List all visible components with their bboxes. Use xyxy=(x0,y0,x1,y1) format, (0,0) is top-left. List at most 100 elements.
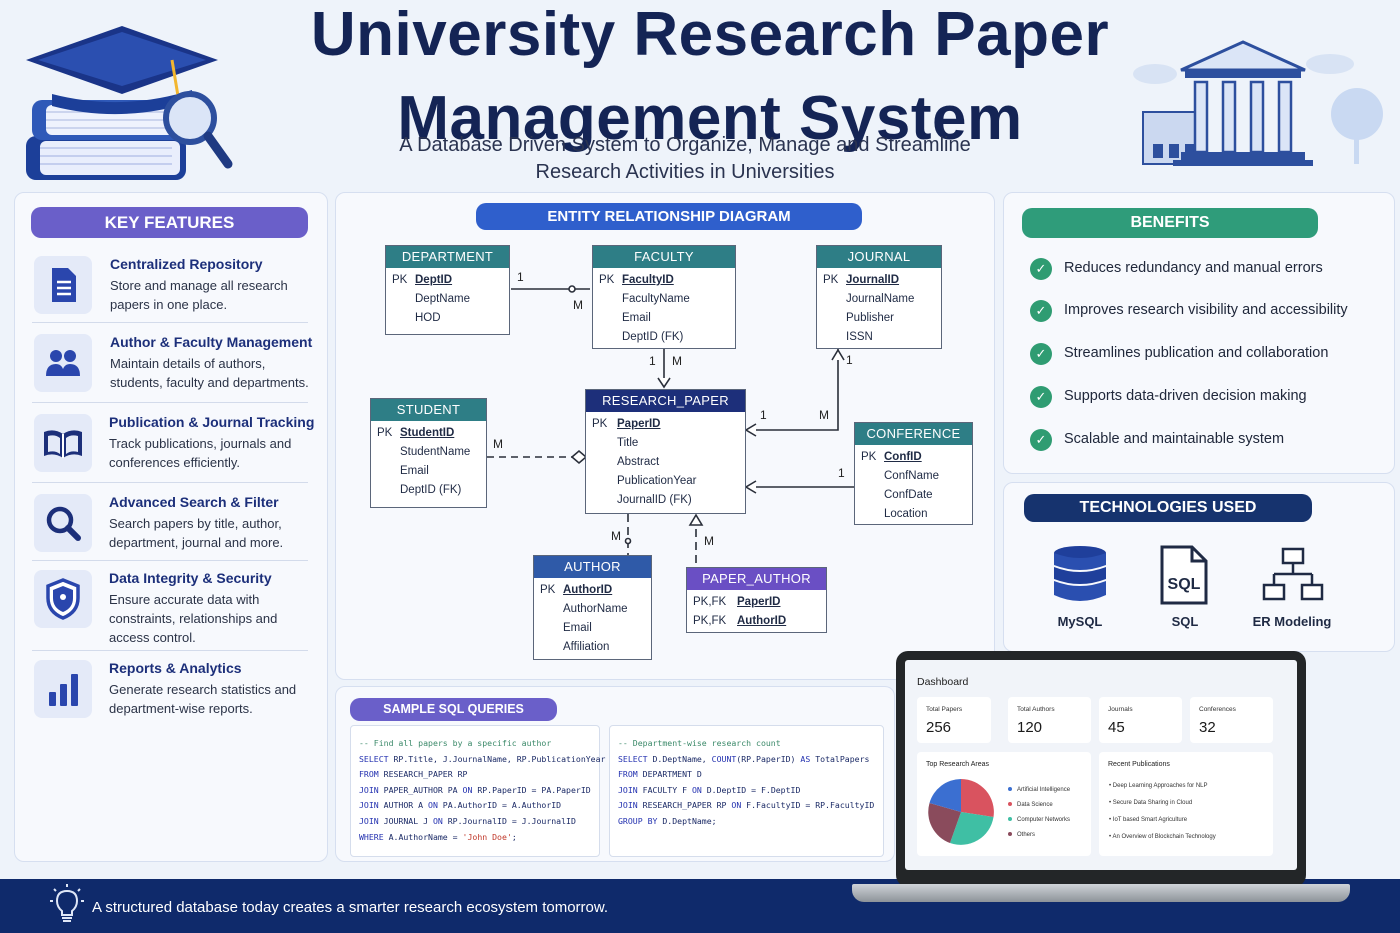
entity-row: HOD xyxy=(415,312,441,324)
entity-row: Location xyxy=(884,508,928,520)
entity-row: Affiliation xyxy=(563,641,610,653)
feature-divider xyxy=(32,322,308,323)
feature-divider xyxy=(32,482,308,483)
database-icon xyxy=(1054,546,1106,601)
entity-row: Title xyxy=(617,437,639,449)
cardinality-label: 1 xyxy=(838,466,845,480)
cardinality-label: M xyxy=(704,534,714,548)
legend-item: Others xyxy=(1008,832,1035,838)
dashboard-title: Dashboard xyxy=(917,676,969,688)
entity-row: Publisher xyxy=(846,312,894,324)
document-icon xyxy=(52,268,76,302)
entity-row: ConfName xyxy=(884,470,939,482)
cardinality-label: M xyxy=(493,437,503,451)
check-icon: ✓ xyxy=(1030,343,1052,365)
entity-row: JournalName xyxy=(846,293,915,305)
cardinality-label: M xyxy=(672,354,682,368)
page-title: University Research Paper Management Sys… xyxy=(310,0,1110,153)
check-icon: ✓ xyxy=(1030,429,1052,451)
university-building-icon xyxy=(1133,40,1383,166)
cardinality-label: 1 xyxy=(649,354,656,368)
entity-row: ConfDate xyxy=(884,489,933,501)
pie-slice-computer-networks xyxy=(928,803,961,843)
feature-divider xyxy=(32,560,308,561)
book-icon xyxy=(44,430,82,458)
lightbulb-icon xyxy=(50,884,84,922)
pie-slice-artificial-intelligence xyxy=(961,779,994,817)
laptop-base xyxy=(852,884,1350,902)
check-icon: ✓ xyxy=(1030,386,1052,408)
recent-publication-link[interactable]: • An Overview of Blockchain Technology xyxy=(1109,834,1216,840)
key-features-heading: KEY FEATURES xyxy=(31,207,308,238)
legend-item: Data Science xyxy=(1008,802,1053,808)
rel-journal-paper xyxy=(748,349,839,431)
research-areas-pie-chart xyxy=(928,779,994,845)
legend-item: Computer Networks xyxy=(1008,817,1070,823)
footer-tagline: A structured database today creates a sm… xyxy=(92,899,609,916)
users-icon xyxy=(46,350,80,376)
books-graduation-cap-icon xyxy=(26,26,233,180)
sql-file-icon xyxy=(1160,545,1208,605)
page-subtitle: A Database Driven System to Organize, Ma… xyxy=(399,134,971,183)
shield-icon xyxy=(46,578,80,620)
entity-row: ISSN xyxy=(846,331,873,343)
benefits-panel xyxy=(1003,192,1395,474)
entity-row: PublicationYear xyxy=(617,475,697,487)
entity-row: Email xyxy=(563,622,592,634)
recent-publications-panel: Recent Publications xyxy=(1099,752,1273,856)
er-diagram-icon xyxy=(1262,547,1324,601)
recent-publication-link[interactable]: • Deep Learning Approaches for NLP xyxy=(1109,783,1208,789)
entity-row: Email xyxy=(400,465,429,477)
feature-divider xyxy=(32,402,308,403)
recent-publication-link[interactable]: • IoT based Smart Agriculture xyxy=(1109,817,1188,823)
pie-slice-others xyxy=(929,779,961,812)
tech-label-sql: SQL xyxy=(1171,614,1199,629)
entity-row: Abstract xyxy=(617,456,660,468)
pie-slice-data-science xyxy=(950,812,994,845)
check-icon: ✓ xyxy=(1030,258,1052,280)
entity-row: AuthorName xyxy=(563,603,628,615)
technologies-heading: TECHNOLOGIES USED xyxy=(1024,494,1312,522)
search-icon xyxy=(46,506,81,541)
entity-row: FacultyName xyxy=(622,293,690,305)
cardinality-label: M xyxy=(819,408,829,422)
sql-icon-badge: SQL xyxy=(1167,576,1201,593)
recent-publication-link[interactable]: • Secure Data Sharing in Cloud xyxy=(1109,800,1193,806)
entity-row: StudentName xyxy=(400,446,471,458)
entity-row: DeptID (FK) xyxy=(622,331,684,343)
cardinality-label: 1 xyxy=(846,353,853,367)
tech-label-er-modeling: ER Modeling xyxy=(1252,614,1332,629)
entity-row: DeptID (FK) xyxy=(400,484,462,496)
sql-heading: SAMPLE SQL QUERIES xyxy=(350,698,557,721)
legend-item: Artificial Intelligence xyxy=(1008,787,1070,793)
cardinality-label: M xyxy=(611,529,621,543)
bar-chart-icon xyxy=(49,674,78,706)
entity-row: JournalID (FK) xyxy=(617,494,692,506)
entity-row: Email xyxy=(622,312,651,324)
cardinality-label: M xyxy=(573,298,583,312)
entity-row: DeptName xyxy=(415,293,470,305)
tech-label-mysql: MySQL xyxy=(1057,614,1103,629)
rel-department-faculty-optional xyxy=(568,285,576,293)
